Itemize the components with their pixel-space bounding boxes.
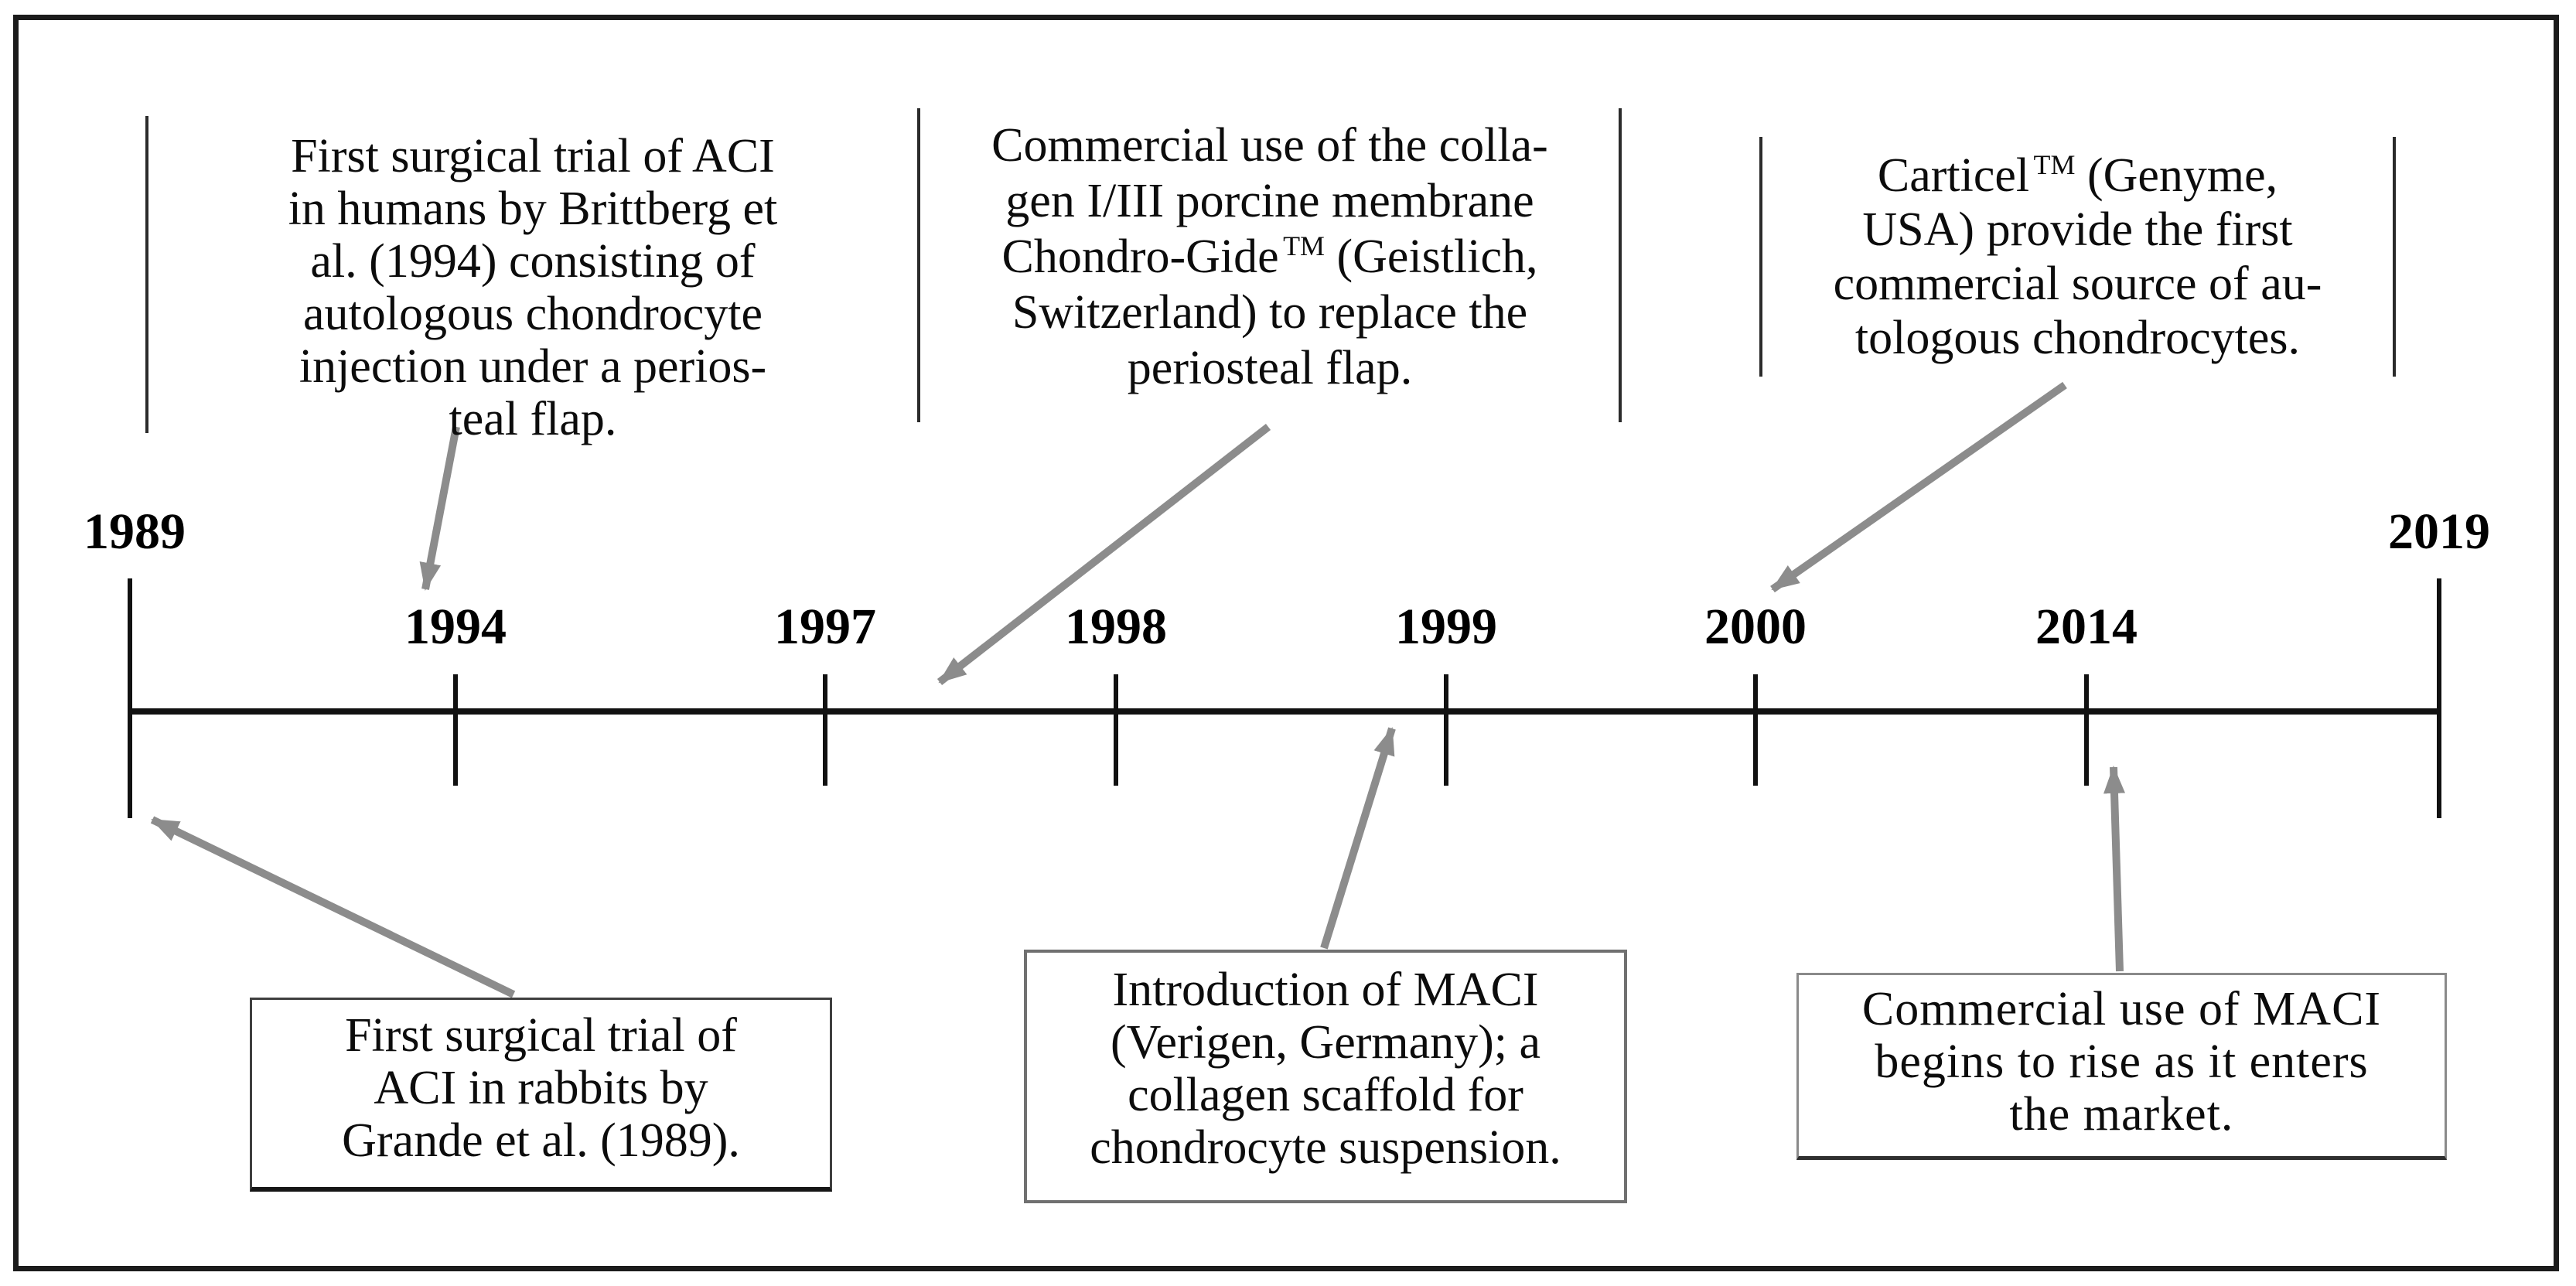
year-label-1994: 1994: [404, 599, 507, 655]
year-label-1989: 1989: [84, 503, 186, 560]
event-text-line: injection under a perios-: [299, 340, 767, 393]
figure-border: [13, 15, 2559, 1271]
event-text-line: autologous chondrocyte: [302, 288, 763, 340]
event-text-line: in humans by Brittberg et: [288, 182, 778, 235]
event-text-line: begins to rise as it enters: [1875, 1035, 2369, 1088]
event-text-segment: Chondro-Gide: [1001, 230, 1279, 283]
event-text-line: Commercial use of MACI: [1861, 983, 2382, 1035]
year-label-2000: 2000: [1704, 599, 1807, 655]
event-text-line: teal flap.: [449, 393, 617, 445]
event-text-line: Commercial use of the colla-: [991, 119, 1548, 172]
event-text-segment: (Geistlich,: [1325, 230, 1538, 283]
event-text-line: Switzerland) to replace the: [1012, 286, 1528, 339]
event-text-line: (Verigen, Germany); a: [1110, 1016, 1541, 1069]
event-text-line: commercial source of au-: [1833, 258, 2322, 310]
year-label-1997: 1997: [774, 599, 876, 655]
arrow-commercial-to-2014: [2103, 766, 2126, 972]
arrow-chondrogide-to-timeline: [937, 424, 1271, 685]
event-text-line: USA) provide the first: [1862, 203, 2293, 256]
arrow-grande-to-1989: [150, 816, 516, 998]
event-text-line: ACI in rabbits by: [374, 1062, 708, 1114]
arrow-carticel-to-2000: [1770, 381, 2067, 593]
year-label-1998: 1998: [1065, 599, 1167, 655]
event-text-line: tologous chondrocytes.: [1854, 312, 2301, 364]
event-box-maci-commercial: Commercial use of MACI begins to rise as…: [1796, 973, 2447, 1160]
year-label-1999: 1999: [1395, 599, 1497, 655]
arrow-maci-to-1999: [1320, 727, 1396, 950]
event-text-line: Grande et al. (1989).: [342, 1114, 740, 1167]
event-text-line: collagen scaffold for: [1128, 1069, 1523, 1121]
event-text-line: chondrocyte suspension.: [1090, 1121, 1561, 1174]
event-text-line: Introduction of MACI: [1112, 964, 1539, 1016]
trademark-superscript: TM: [1283, 230, 1325, 262]
year-label-2019: 2019: [2388, 503, 2490, 560]
event-box-aci-rabbits: First surgical trial of ACI in rabbits b…: [250, 998, 832, 1192]
event-box-maci-intro: Introduction of MACI (Verigen, Germany);…: [1024, 950, 1627, 1203]
event-text-line: al. (1994) consisting of: [310, 235, 756, 288]
trademark-superscript: TM: [2033, 149, 2076, 181]
event-text-line: First surgical trial of: [345, 1009, 737, 1062]
event-text-line: First surgical trial of ACI: [291, 130, 775, 182]
event-text-line: gen I/III porcine membrane: [1005, 175, 1534, 227]
event-box-aci-humans: First surgical trial of ACI in humans by…: [147, 130, 919, 445]
event-box-chondro-gide: Commercial use of the colla- gen I/III p…: [922, 118, 1618, 396]
event-text-segment: (Genyme,: [2075, 149, 2278, 202]
event-text-line: periosteal flap.: [1127, 342, 1413, 394]
arrow-brittberg-to-1994: [419, 426, 460, 591]
year-label-2014: 2014: [2035, 599, 2138, 655]
event-text-line: the market.: [2009, 1088, 2234, 1141]
event-text-segment: Carticel: [1877, 149, 2030, 202]
